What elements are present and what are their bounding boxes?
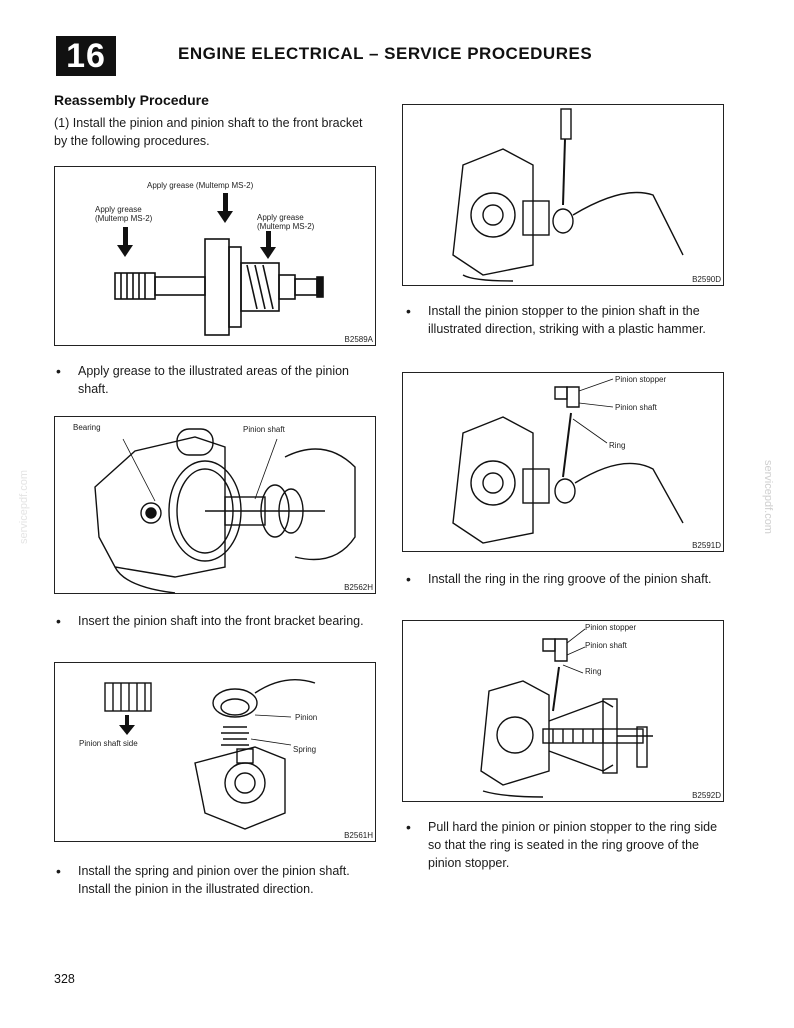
label-apply-grease-right-2: (Multemp MS-2) bbox=[257, 222, 315, 231]
grease-arrows bbox=[117, 193, 276, 259]
section-title: Reassembly Procedure bbox=[54, 92, 209, 108]
figure-code: B2589A bbox=[344, 335, 373, 344]
direction-arrow bbox=[119, 715, 135, 735]
install-pinion-stopper-drawing bbox=[452, 108, 684, 282]
bullet-insert-pinion-shaft: Insert the pinion shaft into the front b… bbox=[56, 612, 376, 630]
label-pinion-stopper: Pinion stopper bbox=[585, 623, 637, 632]
label-pinion-shaft-side: Pinion shaft side bbox=[79, 739, 138, 748]
watermark-right: servicepdf.com bbox=[762, 460, 774, 534]
pull-pinion-stopper-drawing bbox=[480, 628, 653, 798]
page-number: 328 bbox=[54, 972, 75, 986]
label-spring: Spring bbox=[293, 745, 317, 754]
figure-insert-pinion-shaft: Bearing Pinion shaft B2562H bbox=[54, 416, 376, 594]
label-apply-grease-top: Apply grease (Multemp MS-2) bbox=[147, 181, 254, 190]
label-apply-grease-left-1: Apply grease bbox=[95, 205, 142, 214]
label-ring: Ring bbox=[609, 441, 626, 450]
label-pinion-shaft: Pinion shaft bbox=[615, 403, 657, 412]
figure-install-pinion-stopper: B2590D bbox=[402, 104, 724, 286]
label-pinion-shaft: Pinion shaft bbox=[585, 641, 627, 650]
pinion-stopper-ring-drawing bbox=[452, 378, 684, 544]
pinion-shaft-body bbox=[114, 238, 324, 336]
figure-code: B2561H bbox=[344, 831, 373, 840]
figure-code: B2590D bbox=[692, 275, 721, 284]
figure-pinion-shaft-grease: Apply grease (Multemp MS-2) Apply grease… bbox=[54, 166, 376, 346]
bullet-install-pinion-stopper: Install the pinion stopper to the pinion… bbox=[406, 302, 724, 338]
bullet-install-ring: Install the ring in the ring groove of t… bbox=[406, 570, 724, 588]
spring-and-pinion-drawing bbox=[104, 678, 316, 830]
figure-pinion-stopper-ring: Pinion stopper Pinion shaft Ring B2591D bbox=[402, 372, 724, 552]
pinion-shaft-grease-drawing bbox=[114, 193, 324, 336]
chapter-number-box: 16 bbox=[56, 36, 116, 76]
label-apply-grease-left-2: (Multemp MS-2) bbox=[95, 214, 153, 223]
figure-code: B2591D bbox=[692, 541, 721, 550]
step-1-text: (1) Install the pinion and pinion shaft … bbox=[54, 116, 363, 148]
bullet-install-spring-line-2: Install the pinion in the illustrated di… bbox=[78, 882, 314, 896]
figure-pull-pinion-stopper: Pinion stopper Pinion shaft Ring B2592D bbox=[402, 620, 724, 802]
figure-code: B2562H bbox=[344, 583, 373, 592]
label-bearing: Bearing bbox=[73, 423, 101, 432]
figure-spring-and-pinion: Pinion Spring Pinion shaft side B2561H bbox=[54, 662, 376, 842]
bullet-install-spring-line-1: Install the spring and pinion over the p… bbox=[78, 864, 350, 878]
page-header-title: ENGINE ELECTRICAL – SERVICE PROCEDURES bbox=[178, 44, 593, 63]
watermark-left: servicepdf.com bbox=[18, 470, 30, 544]
figure-code: B2592D bbox=[692, 791, 721, 800]
label-pinion: Pinion bbox=[295, 713, 318, 722]
label-ring: Ring bbox=[585, 667, 602, 676]
label-pinion-stopper: Pinion stopper bbox=[615, 375, 667, 384]
bullet-pull-pinion: Pull hard the pinion or pinion stopper t… bbox=[406, 818, 724, 872]
label-apply-grease-right-1: Apply grease bbox=[257, 213, 304, 222]
bullet-install-spring-pinion: Install the spring and pinion over the p… bbox=[56, 862, 378, 898]
bullet-apply-grease: Apply grease to the illustrated areas of… bbox=[56, 362, 376, 398]
label-pinion-shaft: Pinion shaft bbox=[243, 425, 285, 434]
insert-pinion-shaft-drawing bbox=[94, 428, 356, 593]
